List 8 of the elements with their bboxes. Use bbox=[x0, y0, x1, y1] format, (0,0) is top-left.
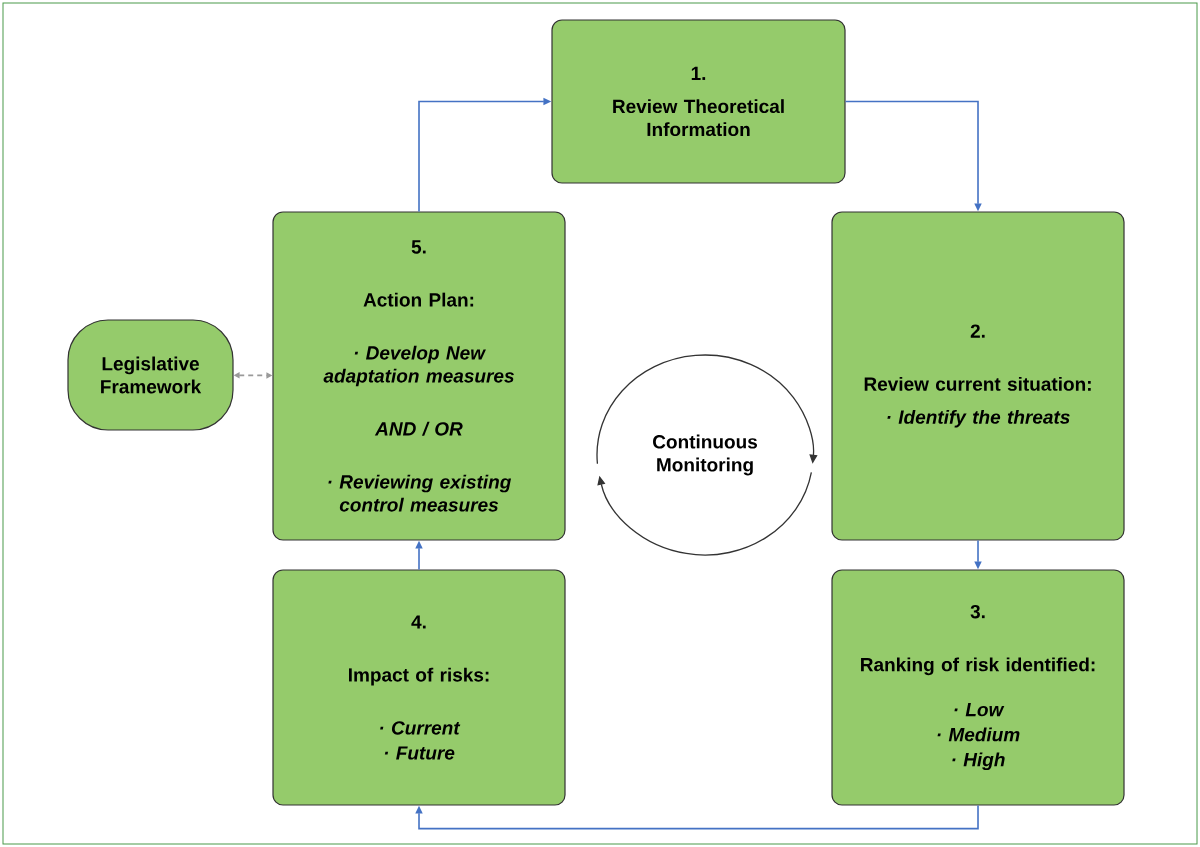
process-box: 3. Ranking of risk identified: · Low · Medium · High bbox=[831, 569, 1125, 806]
arrow bbox=[415, 804, 979, 830]
process-box: 2. Review current situation: · Identify the threats bbox=[831, 211, 1125, 541]
rounded-box: Legislative Framework bbox=[67, 319, 234, 431]
center-label: Continuous Monitoring bbox=[653, 434, 757, 476]
process-box: 1. Review Theoretical Information bbox=[551, 19, 846, 184]
process-box: 4. Impact of risks: · Current · Future bbox=[272, 569, 566, 806]
process-box: 5. Action Plan: · Develop New adaptation measures AND / OR · Reviewing existing control measures bbox=[272, 211, 566, 541]
